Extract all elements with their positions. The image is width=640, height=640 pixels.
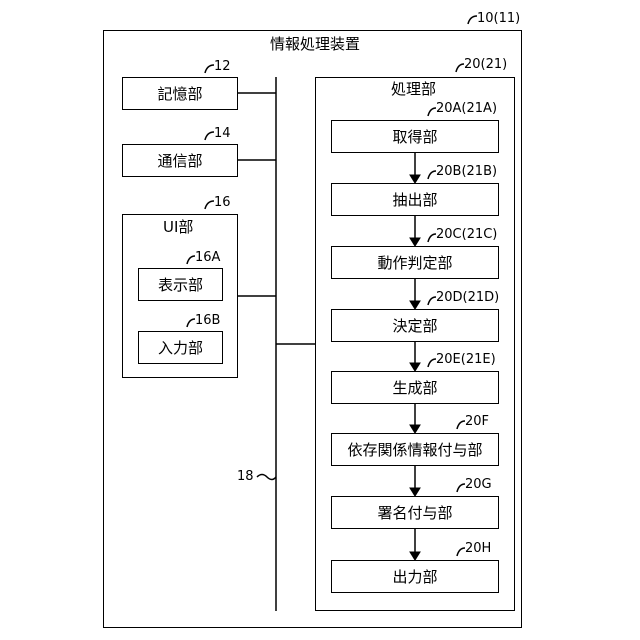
processor-subunit-ref: 20F (465, 415, 489, 428)
processor-unit (315, 77, 515, 611)
storage-ref: 12 (214, 60, 231, 73)
input-label: 入力部 (158, 337, 203, 358)
processor-subunit-label: 署名付与部 (377, 502, 452, 523)
processor-subunit-label: 生成部 (392, 377, 437, 398)
processor-subunit-label: 依存関係情報付与部 (347, 439, 482, 460)
input-unit: 入力部 (138, 331, 223, 364)
processor-subunit-5: 生成部 (331, 371, 499, 404)
processor-subunit-7: 署名付与部 (331, 496, 499, 529)
processor-subunit-6: 依存関係情報付与部 (331, 433, 499, 466)
display-unit: 表示部 (138, 268, 223, 301)
processor-subunit-ref: 20D(21D) (436, 291, 499, 304)
display-ref: 16A (195, 251, 220, 264)
processor-subunit-label: 動作判定部 (377, 252, 452, 273)
processor-subunit-label: 取得部 (392, 126, 437, 147)
processor-subunit-label: 抽出部 (392, 189, 437, 210)
processor-subunit-8: 出力部 (331, 560, 499, 593)
processor-subunit-ref: 20C(21C) (436, 228, 497, 241)
processor-subunit-3: 動作判定部 (331, 246, 499, 279)
processor-subunit-1: 取得部 (331, 120, 499, 153)
processor-ref: 20(21) (464, 58, 507, 71)
processor-subunit-4: 決定部 (331, 309, 499, 342)
communication-label: 通信部 (157, 150, 202, 171)
input-ref: 16B (195, 314, 220, 327)
processor-subunit-ref: 20E(21E) (436, 353, 496, 366)
processor-subunit-2: 抽出部 (331, 183, 499, 216)
ui-label: UI部 (163, 220, 193, 235)
display-label: 表示部 (158, 274, 203, 295)
processor-subunit-ref: 20H (465, 542, 491, 555)
communication-unit: 通信部 (122, 144, 238, 177)
processor-subunit-label: 決定部 (392, 315, 437, 336)
storage-unit: 記憶部 (122, 77, 238, 110)
device-title: 情報処理装置 (270, 37, 360, 52)
processor-subunit-ref: 20A(21A) (436, 102, 497, 115)
processor-label: 処理部 (391, 82, 436, 97)
communication-ref: 14 (214, 127, 231, 140)
storage-label: 記憶部 (157, 83, 202, 104)
processor-subunit-label: 出力部 (392, 566, 437, 587)
ui-ref: 16 (214, 196, 231, 209)
processor-subunit-ref: 20B(21B) (436, 165, 497, 178)
processor-subunit-ref: 20G (465, 478, 492, 491)
bus-ref: 18 (237, 470, 254, 483)
device-ref: 10(11) (477, 12, 520, 25)
